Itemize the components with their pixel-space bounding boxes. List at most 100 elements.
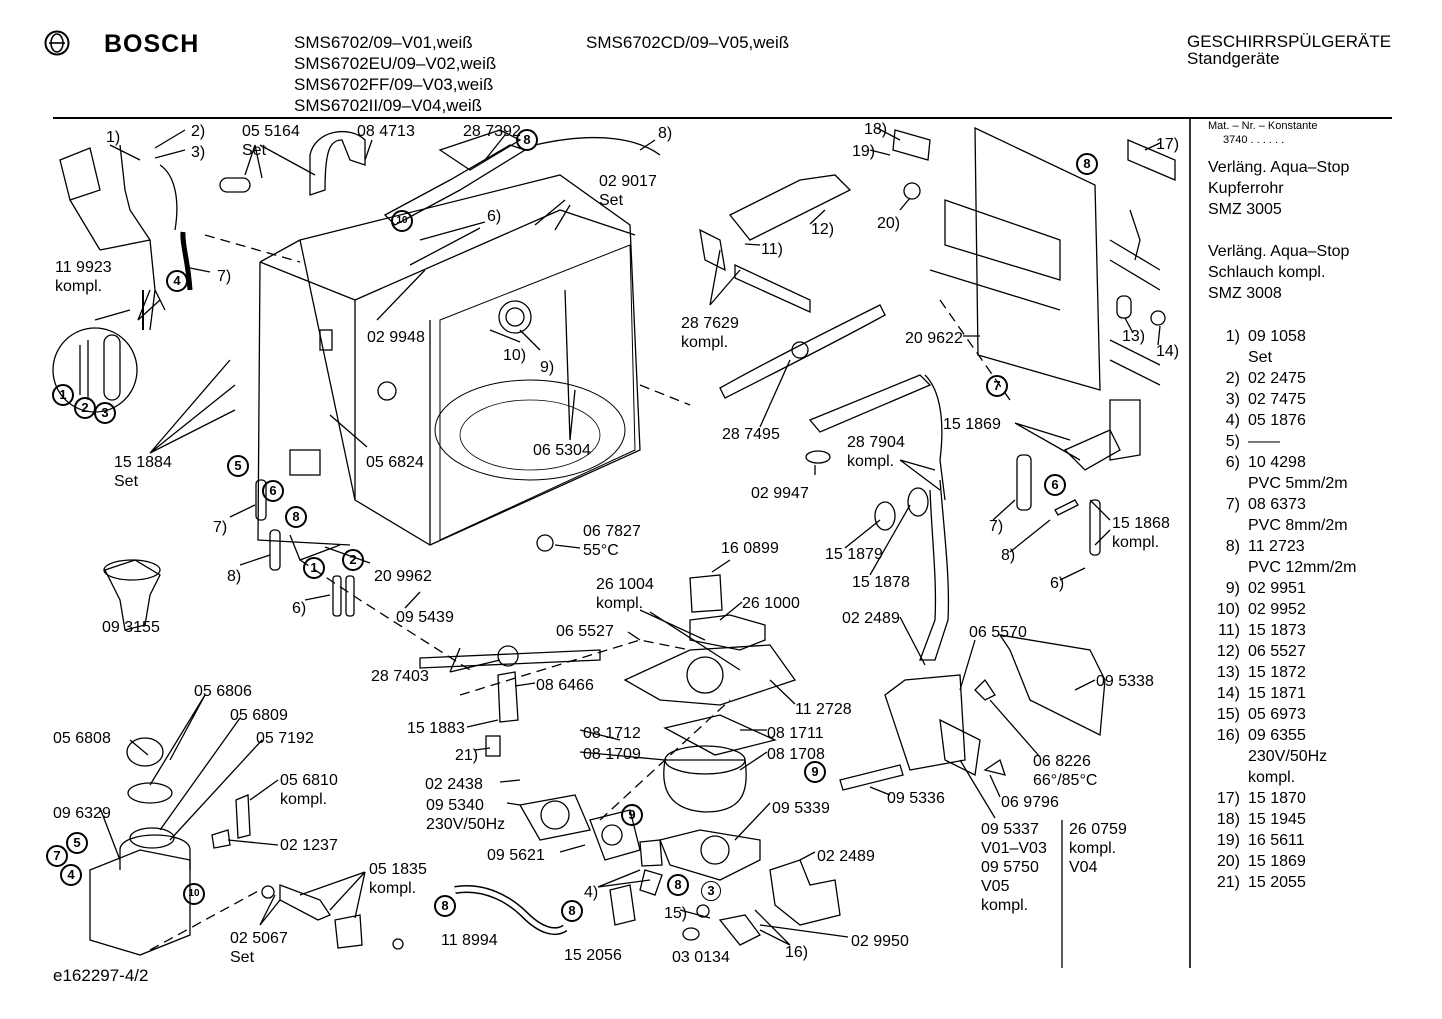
legend-value: 15 1872	[1248, 664, 1306, 681]
part-label: 05 6808	[53, 730, 111, 747]
part-label: 15 1883	[407, 720, 465, 737]
legend-value: 05 1876	[1248, 412, 1306, 429]
legend-value: Set	[1248, 349, 1273, 366]
legend-value: PVC 12mm/2m	[1248, 559, 1357, 576]
part-label: 6)	[292, 600, 307, 617]
part-label: 09 5439	[396, 609, 454, 626]
circled-number: 4	[166, 270, 188, 292]
legend-row: PVC 8mm/2m	[1204, 515, 1356, 536]
legend-row: kompl.	[1204, 767, 1356, 788]
model-line: SMS6702FF/09–V03,weiß	[294, 75, 494, 94]
part-label: 7)	[989, 518, 1004, 535]
part-label: 08 1711	[767, 725, 824, 742]
note-line: Verläng. Aqua–Stop	[1208, 159, 1350, 176]
legend-row: 8)11 2723	[1204, 536, 1356, 557]
legend-value: ——	[1248, 433, 1280, 450]
side-panel: Mat. – Nr. – Konstante 3740 . . . . . . …	[1208, 119, 1356, 893]
part-label: 3)	[191, 144, 206, 161]
legend-value: PVC 5mm/2m	[1248, 475, 1348, 492]
part-label: 26 0759 kompl. V04	[1069, 821, 1127, 876]
note-2: Verläng. Aqua–Stop Schlauch kompl. SMZ 3…	[1208, 241, 1356, 304]
model-line: SMS6702CD/09–V05,weiß	[586, 33, 790, 52]
circled-number: 8	[561, 900, 583, 922]
legend-number	[1204, 746, 1248, 767]
legend-row: 2)02 2475	[1204, 368, 1356, 389]
part-label: 09 5337 V01–V03 09 5750 V05 kompl.	[981, 821, 1047, 914]
legend-number: 5)	[1225, 433, 1240, 450]
part-label: 28 7904 kompl.	[847, 434, 905, 470]
part-label: 20 9962	[374, 568, 432, 585]
model-list-2: SMS6702CD/09–V05,weiß	[586, 32, 789, 53]
mat-label: Mat. – Nr. – Konstante	[1208, 120, 1318, 132]
part-label: 13)	[1122, 328, 1146, 345]
part-label: 17)	[1156, 136, 1180, 153]
part-label: 20)	[877, 215, 901, 232]
legend-row: 3)02 7475	[1204, 389, 1356, 410]
circled-number: 7	[46, 845, 68, 867]
note-line: SMZ 3008	[1208, 285, 1282, 302]
circled-number: 10	[391, 210, 413, 232]
legend-value: 15 1945	[1248, 811, 1306, 828]
part-label: 02 9017 Set	[599, 173, 657, 209]
legend-number: 17)	[1216, 790, 1240, 807]
circled-number: 2	[342, 549, 364, 571]
circled-number: 5	[66, 832, 88, 854]
legend-value: 02 9952	[1248, 601, 1306, 618]
circled-number: 5	[227, 455, 249, 477]
circled-number: 8	[434, 895, 456, 917]
legend-row: 17)15 1870	[1204, 788, 1356, 809]
part-label: 28 7403	[371, 668, 429, 685]
legend-number: 3)	[1225, 391, 1240, 408]
legend-number: 15)	[1216, 706, 1240, 723]
legend-number	[1204, 347, 1248, 368]
legend-row: PVC 5mm/2m	[1204, 473, 1356, 494]
bosch-logo-icon	[44, 30, 70, 56]
part-label: 26 1000	[742, 595, 800, 612]
legend-number: 14)	[1216, 685, 1240, 702]
part-label: 06 5527	[556, 623, 614, 640]
circled-number: 6	[1044, 474, 1066, 496]
legend-row: 13)15 1872	[1204, 662, 1356, 683]
part-label: 06 9796	[1001, 794, 1059, 811]
part-label: 16 0899	[721, 540, 779, 557]
legend-row: 1) 09 1058	[1204, 326, 1356, 347]
legend-number: 10)	[1216, 601, 1240, 618]
legend-row: 5) ——	[1204, 431, 1356, 452]
legend-row: 21)15 2055	[1204, 872, 1356, 893]
note-1: Verläng. Aqua–Stop Kupferrohr SMZ 3005	[1208, 157, 1356, 220]
circled-number: 4	[60, 864, 82, 886]
category: GESCHIRRSPÜLGERÄTE	[1187, 32, 1392, 51]
mat-value: 3740 . . . . . .	[1223, 134, 1285, 146]
part-label: 8)	[658, 125, 673, 142]
legend-number: 1)	[1225, 328, 1240, 345]
note-line: Verläng. Aqua–Stop	[1208, 243, 1350, 260]
legend-value: 09 1058	[1248, 328, 1306, 345]
model-line: SMS6702II/09–V04,weiß	[294, 96, 483, 115]
part-label: 08 1708	[767, 746, 825, 763]
model-list-1: SMS6702/09–V01,weiß SMS6702EU/09–V02,wei…	[294, 32, 496, 116]
circled-number: 9	[804, 761, 826, 783]
part-label: 15 1884 Set	[114, 454, 172, 490]
legend-number	[1204, 515, 1248, 536]
part-label: 09 5336	[887, 790, 945, 807]
legend-row: PVC 12mm/2m	[1204, 557, 1356, 578]
part-label: 28 7495	[722, 426, 780, 443]
legend-value: kompl.	[1248, 769, 1296, 786]
legend-number	[1204, 767, 1248, 788]
part-label: 21)	[455, 747, 479, 764]
circled-number: 1	[303, 557, 325, 579]
legend-row: 12)06 5527	[1204, 641, 1356, 662]
legend-number: 9)	[1225, 580, 1240, 597]
part-label: 2)	[191, 123, 206, 140]
circled-number: 8	[516, 129, 538, 151]
part-label: 06 7827 55°C	[583, 523, 641, 559]
part-label: 4)	[584, 884, 599, 901]
part-label: 09 5340 230V/50Hz	[426, 797, 506, 833]
legend-number: 4)	[1225, 412, 1240, 429]
part-label: 15 2056	[564, 947, 622, 964]
part-label: 6)	[1050, 575, 1065, 592]
legend-row: 16)09 6355	[1204, 725, 1356, 746]
circled-number: 8	[667, 874, 689, 896]
legend-value: 15 1873	[1248, 622, 1306, 639]
